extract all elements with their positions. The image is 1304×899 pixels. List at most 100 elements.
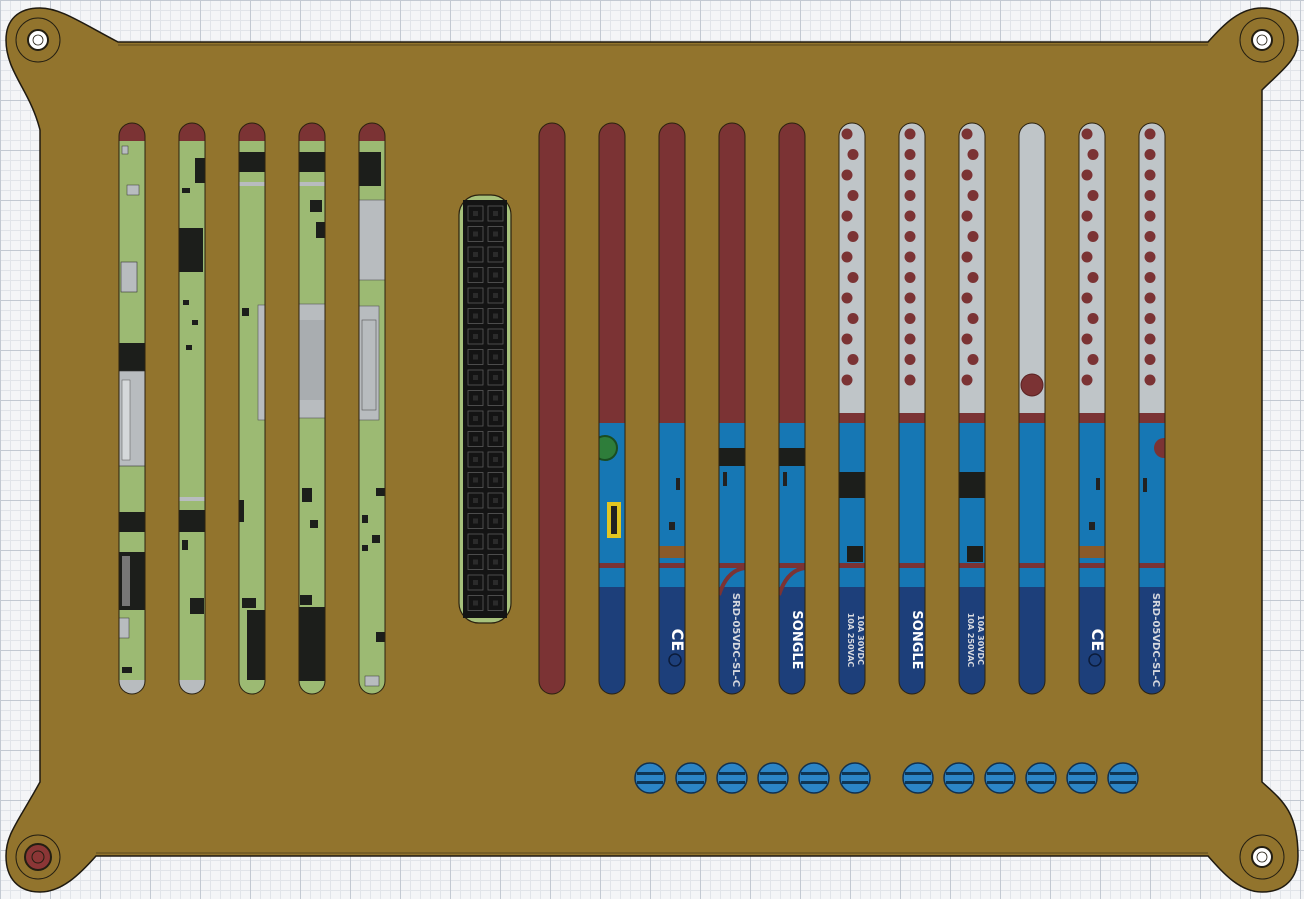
vent-slot-pcb-3[interactable] — [239, 123, 265, 694]
gpio-pin-center — [493, 600, 498, 606]
screw-terminal[interactable] — [1107, 762, 1139, 794]
gpio-header-cutout[interactable] — [458, 194, 512, 624]
vent-dot — [961, 128, 973, 140]
vent-slot-pcb-5[interactable] — [359, 123, 385, 694]
slot-outlines — [118, 122, 386, 695]
vent-dot — [1144, 149, 1156, 160]
vent-dot — [904, 210, 916, 222]
gpio-pin-center — [473, 211, 478, 216]
vent-dot — [904, 272, 916, 283]
gpio-pin-center — [493, 416, 498, 421]
gpio-pin-center — [493, 231, 498, 237]
vent-slot-pcb-2[interactable] — [179, 123, 205, 694]
gpio-pin-center — [473, 334, 478, 339]
vent-dot — [904, 128, 916, 140]
vent-dot — [1144, 333, 1156, 345]
relay-ce-mark: CE — [668, 629, 687, 652]
relay-slot-4[interactable]: SRD-05VDC-SL-C — [719, 123, 745, 694]
relay-slot-1[interactable] — [539, 123, 565, 694]
plate-inner-edge — [96, 44, 1208, 854]
mounting-hole-bottom-right[interactable] — [1239, 834, 1285, 880]
gpio-pin-center — [473, 436, 478, 442]
gpio-pin-center — [493, 211, 498, 216]
relay-rating-a: 10A 250VAC — [846, 613, 855, 668]
screw-terminal[interactable] — [1066, 762, 1098, 794]
vent-dot — [904, 313, 916, 324]
relay-rating-b: 10A 30VDC — [976, 615, 985, 665]
vent-dot — [1144, 169, 1156, 181]
vent-dot — [967, 354, 979, 365]
screw-terminal[interactable] — [984, 762, 1016, 794]
vent-dot — [904, 149, 916, 160]
mounting-hole-bottom-left[interactable] — [15, 834, 61, 880]
gpio-pin-center — [493, 293, 498, 298]
vent-dot — [967, 272, 979, 283]
gpio-pin-center — [493, 559, 498, 565]
screw-terminal[interactable] — [716, 762, 748, 794]
gpio-pin-center — [493, 375, 498, 380]
relay-slot-outline — [1078, 122, 1106, 695]
vent-dot — [1144, 190, 1156, 201]
vent-dot — [904, 333, 916, 345]
gpio-pin-center — [493, 498, 498, 503]
vent-dot — [841, 292, 853, 304]
screw-terminal[interactable] — [1025, 762, 1057, 794]
vent-dot — [1087, 190, 1099, 201]
vent-dot — [841, 169, 853, 181]
gpio-pin-center — [473, 272, 478, 278]
relay-slot-outline — [658, 122, 686, 695]
gpio-pin-center — [493, 436, 498, 442]
vent-dot — [904, 374, 916, 386]
relay-slot-outline — [718, 122, 746, 695]
vent-dot — [847, 354, 859, 365]
vent-dot — [1144, 251, 1156, 263]
vent-dot — [1081, 210, 1093, 222]
vent-dot — [961, 169, 973, 181]
gpio-pin-center — [493, 518, 498, 524]
relay-slot-outline — [1138, 122, 1166, 695]
vent-dot — [1087, 149, 1099, 160]
relay-slot-3[interactable]: CE — [659, 123, 687, 694]
relay-slot-10[interactable]: CE — [1079, 123, 1107, 694]
mounting-hole-top-left[interactable] — [15, 17, 61, 63]
vent-slot-pcb-4[interactable] — [299, 123, 325, 694]
relay-slot-7[interactable]: SONGLE — [899, 123, 925, 694]
vent-dot — [847, 149, 859, 160]
gpio-pin-center — [493, 252, 498, 257]
vent-dot — [841, 251, 853, 263]
gpio-pin-center — [493, 539, 498, 544]
screw-terminal[interactable] — [798, 762, 830, 794]
screw-terminal[interactable] — [943, 762, 975, 794]
gpio-pin-center — [473, 498, 478, 503]
relay-slot-5[interactable]: SONGLE — [779, 123, 805, 694]
screw-terminal[interactable] — [675, 762, 707, 794]
relay-slot-2[interactable] — [593, 123, 625, 694]
mounting-hole-top-right[interactable] — [1239, 17, 1285, 63]
relay-slot-9[interactable] — [1019, 123, 1045, 694]
screw-terminal[interactable] — [839, 762, 871, 794]
screw-terminal[interactable] — [634, 762, 666, 794]
vent-slot-pcb-1[interactable] — [119, 123, 145, 694]
screw-terminal[interactable] — [757, 762, 789, 794]
gpio-pin-center — [473, 600, 478, 606]
vent-dot — [967, 313, 979, 324]
vent-dot — [1087, 313, 1099, 324]
gpio-pin-center — [493, 313, 498, 319]
gpio-pin-center — [493, 272, 498, 278]
vent-dot — [967, 149, 979, 160]
vent-dot — [847, 231, 859, 242]
screw-terminal[interactable] — [902, 762, 934, 794]
vent-dot — [1081, 374, 1093, 386]
vent-dot — [967, 190, 979, 201]
vent-dot — [1081, 169, 1093, 181]
vent-dot — [1144, 210, 1156, 222]
gpio-pin-center — [473, 293, 478, 298]
vent-dot — [1081, 128, 1093, 140]
relay-slot-11[interactable]: SRD-05VDC-SL-C — [1139, 123, 1174, 694]
vent-dot — [967, 231, 979, 242]
vent-dot — [841, 128, 853, 140]
